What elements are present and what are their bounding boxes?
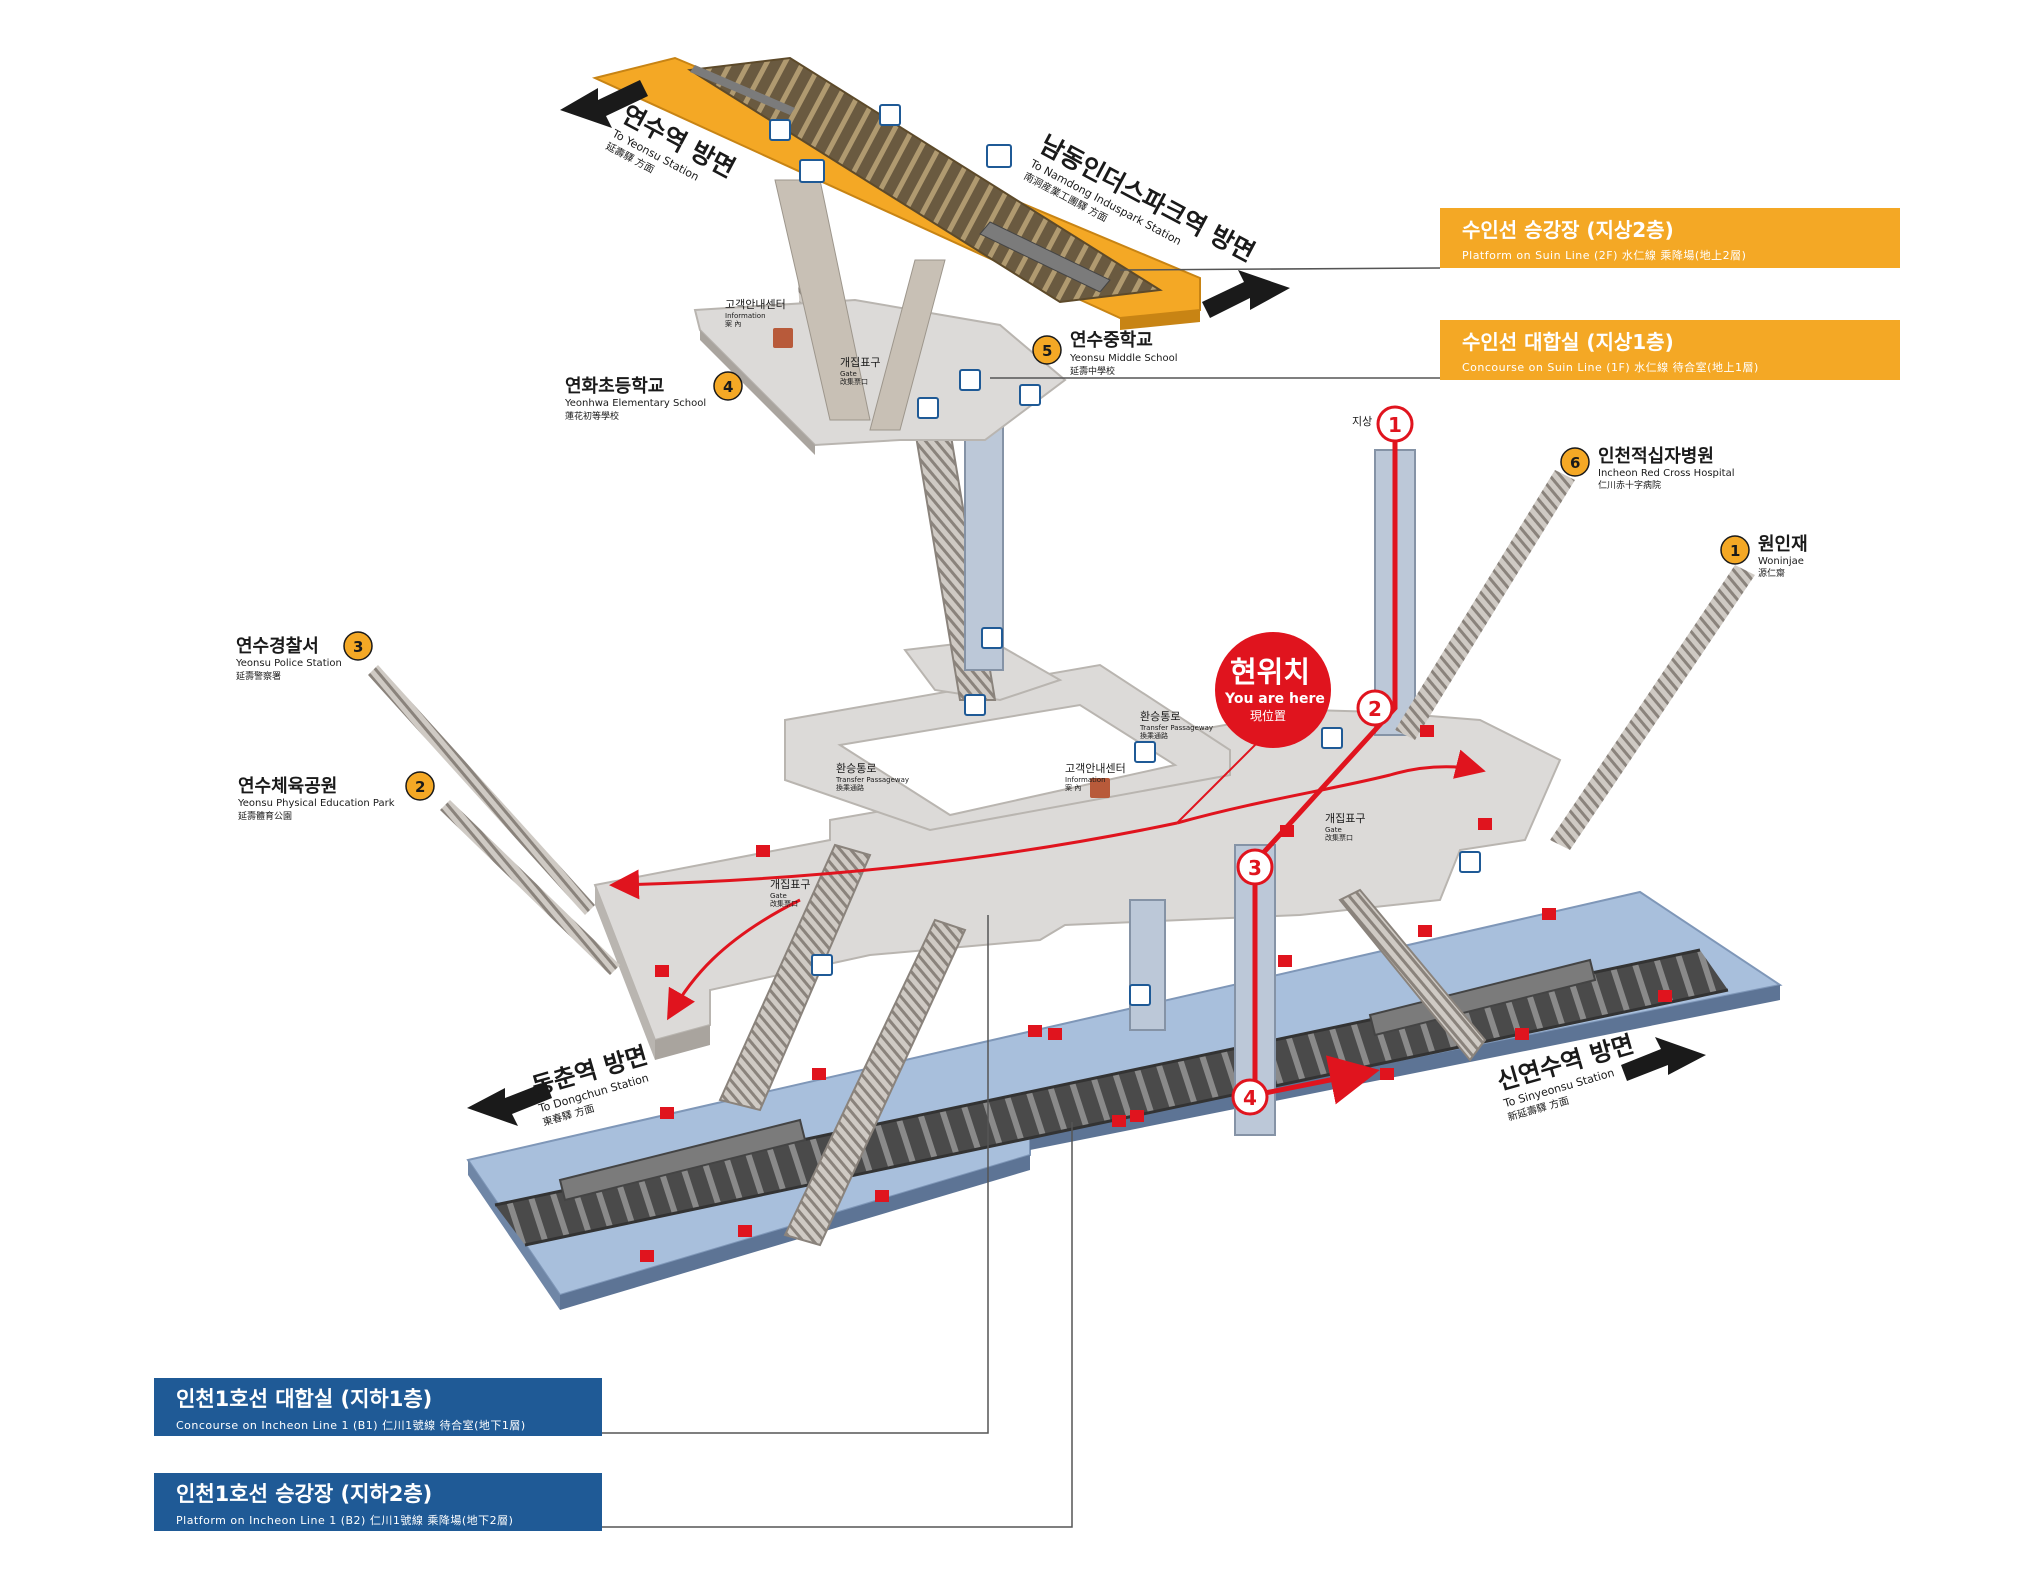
info-center-b1: 고객안내센터 Information 案 內 (1065, 762, 1126, 792)
svg-text:延壽體育公園: 延壽體育公園 (238, 810, 292, 822)
exit-1: 1 원인재 Woninjae 源仁齋 (1720, 534, 1808, 579)
svg-text:연화초등학교: 연화초등학교 (565, 375, 664, 397)
svg-text:4: 4 (1243, 1086, 1257, 1110)
svg-text:案 內: 案 內 (1065, 783, 1081, 792)
gate-b1-east: 개집표구 Gate 改集票口 (1325, 812, 1365, 842)
svg-text:4: 4 (723, 378, 733, 396)
info-center-1f: 고객안내센터 Information 案 內 (725, 298, 786, 328)
level-subtitle: Concourse on Suin Line (1F) 水仁線 待合室(地上1層… (1462, 361, 1759, 374)
svg-text:案 內: 案 內 (725, 319, 741, 328)
exit-5: 5 연수중학교 Yeonsu Middle School 延壽中學校 (1032, 329, 1178, 377)
svg-text:Gate: Gate (770, 892, 787, 900)
svg-text:現位置: 現位置 (1250, 708, 1286, 723)
gate-b1-west: 개집표구 Gate 改集票口 (770, 878, 810, 908)
svg-text:5: 5 (1042, 342, 1052, 360)
gate-1f: 개집표구 Gate 改集票口 (840, 356, 880, 386)
level-title: 수인선 승강장 (지상2층) (1462, 218, 1674, 242)
svg-text:3: 3 (1248, 856, 1262, 880)
svg-text:換乘通路: 換乘通路 (836, 783, 864, 792)
svg-text:1: 1 (1388, 413, 1402, 437)
level-subtitle: Platform on Incheon Line 1 (B2) 仁川1號線 乘降… (176, 1514, 514, 1527)
direction-arrows (467, 80, 1706, 1126)
level-incheon-platform: 인천1호선 승강장 (지하2층) Platform on Incheon Lin… (154, 1473, 602, 1531)
svg-text:연수경찰서: 연수경찰서 (236, 636, 319, 657)
svg-text:원인재: 원인재 (1758, 534, 1808, 555)
route-step-1: 1 (1376, 405, 1414, 443)
svg-text:Woninjae: Woninjae (1758, 556, 1804, 567)
safety-markers (640, 725, 1672, 1262)
level-title: 수인선 대합실 (지상1층) (1462, 330, 1674, 354)
svg-text:6: 6 (1570, 454, 1580, 472)
route-step-3: 3 (1236, 848, 1274, 886)
svg-text:개집표구: 개집표구 (770, 878, 810, 891)
level-subtitle: Platform on Suin Line (2F) 水仁線 乘降場(地上2層) (1462, 249, 1747, 262)
svg-text:3: 3 (353, 638, 363, 656)
svg-text:Transfer Passageway: Transfer Passageway (1139, 724, 1213, 732)
level-title: 인천1호선 승강장 (지하2층) (176, 1482, 433, 1506)
svg-text:Gate: Gate (840, 370, 857, 378)
transfer-east: 환승통로 Transfer Passageway 換乘通路 (1139, 710, 1213, 740)
svg-text:Transfer Passageway: Transfer Passageway (835, 776, 909, 784)
svg-text:Yeonsu Physical Education Park: Yeonsu Physical Education Park (237, 798, 395, 809)
exit-stairs (368, 470, 1755, 975)
exit-2: 연수체육공원 Yeonsu Physical Education Park 延壽… (237, 771, 435, 822)
svg-text:고객안내센터: 고객안내센터 (725, 298, 786, 311)
svg-text:고객안내센터: 고객안내센터 (1065, 762, 1126, 775)
train (558, 958, 1597, 1202)
facility-icons (769, 104, 1481, 1006)
level-leader-lines (602, 267, 1441, 1528)
svg-text:改集票口: 改集票口 (770, 899, 798, 908)
exit-4: 연화초등학교 Yeonhwa Elementary School 蓮花初等學校 … (564, 371, 743, 422)
level-suin-platform: 수인선 승강장 (지상2층) Platform on Suin Line (2F… (1440, 208, 1900, 268)
svg-text:연수체육공원: 연수체육공원 (238, 776, 337, 797)
svg-text:Incheon Red Cross Hospital: Incheon Red Cross Hospital (1598, 468, 1734, 479)
svg-text:환승통로: 환승통로 (836, 762, 876, 775)
svg-text:延壽警察署: 延壽警察署 (236, 670, 281, 682)
svg-text:改集票口: 改集票口 (1325, 833, 1353, 842)
svg-text:仁川赤十字病院: 仁川赤十字病院 (1598, 479, 1661, 491)
you-are-here-marker: 현위치 You are here 現位置 (1215, 632, 1331, 748)
escalators-b1-b2 (718, 843, 1487, 1247)
svg-text:Yeonsu Middle School: Yeonsu Middle School (1069, 353, 1178, 364)
route-step-4: 4 (1231, 1078, 1269, 1116)
svg-text:개집표구: 개집표구 (840, 356, 880, 369)
svg-text:改集票口: 改集票口 (840, 377, 868, 386)
svg-text:개집표구: 개집표구 (1325, 812, 1365, 825)
level-suin-concourse: 수인선 대합실 (지상1층) Concourse on Suin Line (1… (1440, 320, 1900, 380)
svg-text:1: 1 (1730, 542, 1740, 560)
route-step-2: 2 (1356, 689, 1394, 727)
exit-6: 6 인천적십자병원 Incheon Red Cross Hospital 仁川赤… (1560, 446, 1734, 491)
svg-text:인천적십자병원: 인천적십자병원 (1598, 446, 1714, 467)
svg-text:延壽中學校: 延壽中學校 (1070, 365, 1115, 377)
level-incheon-concourse: 인천1호선 대합실 (지하1층) Concourse on Incheon Li… (154, 1378, 602, 1436)
svg-text:You are here: You are here (1224, 691, 1325, 707)
level-title: 인천1호선 대합실 (지하1층) (176, 1387, 433, 1411)
svg-text:換乘通路: 換乘通路 (1140, 731, 1168, 740)
direction-dongchun: 동춘역 방면 To Dongchun Station 東春驛 方面 (529, 1041, 651, 1129)
svg-text:Yeonsu Police Station: Yeonsu Police Station (235, 658, 342, 669)
svg-text:환승통로: 환승통로 (1140, 710, 1180, 723)
svg-text:2: 2 (1368, 697, 1382, 721)
svg-text:Gate: Gate (1325, 826, 1342, 834)
svg-text:2: 2 (415, 778, 425, 796)
svg-text:Yeonhwa Elementary School: Yeonhwa Elementary School (564, 398, 706, 409)
svg-text:연수중학교: 연수중학교 (1070, 329, 1153, 351)
ground-label: 지상 (1352, 415, 1372, 428)
transfer-west: 환승통로 Transfer Passageway 換乘通路 (835, 762, 909, 792)
suin-platform-2f (591, 56, 1201, 431)
svg-text:Information: Information (725, 312, 766, 320)
level-subtitle: Concourse on Incheon Line 1 (B1) 仁川1號線 待… (176, 1419, 526, 1432)
svg-text:蓮花初等學校: 蓮花初等學校 (565, 410, 619, 422)
svg-text:源仁齋: 源仁齋 (1758, 567, 1785, 579)
svg-text:Information: Information (1065, 776, 1106, 784)
exit-3: 연수경찰서 Yeonsu Police Station 延壽警察署 3 (235, 631, 373, 682)
svg-text:현위치: 현위치 (1230, 655, 1310, 689)
